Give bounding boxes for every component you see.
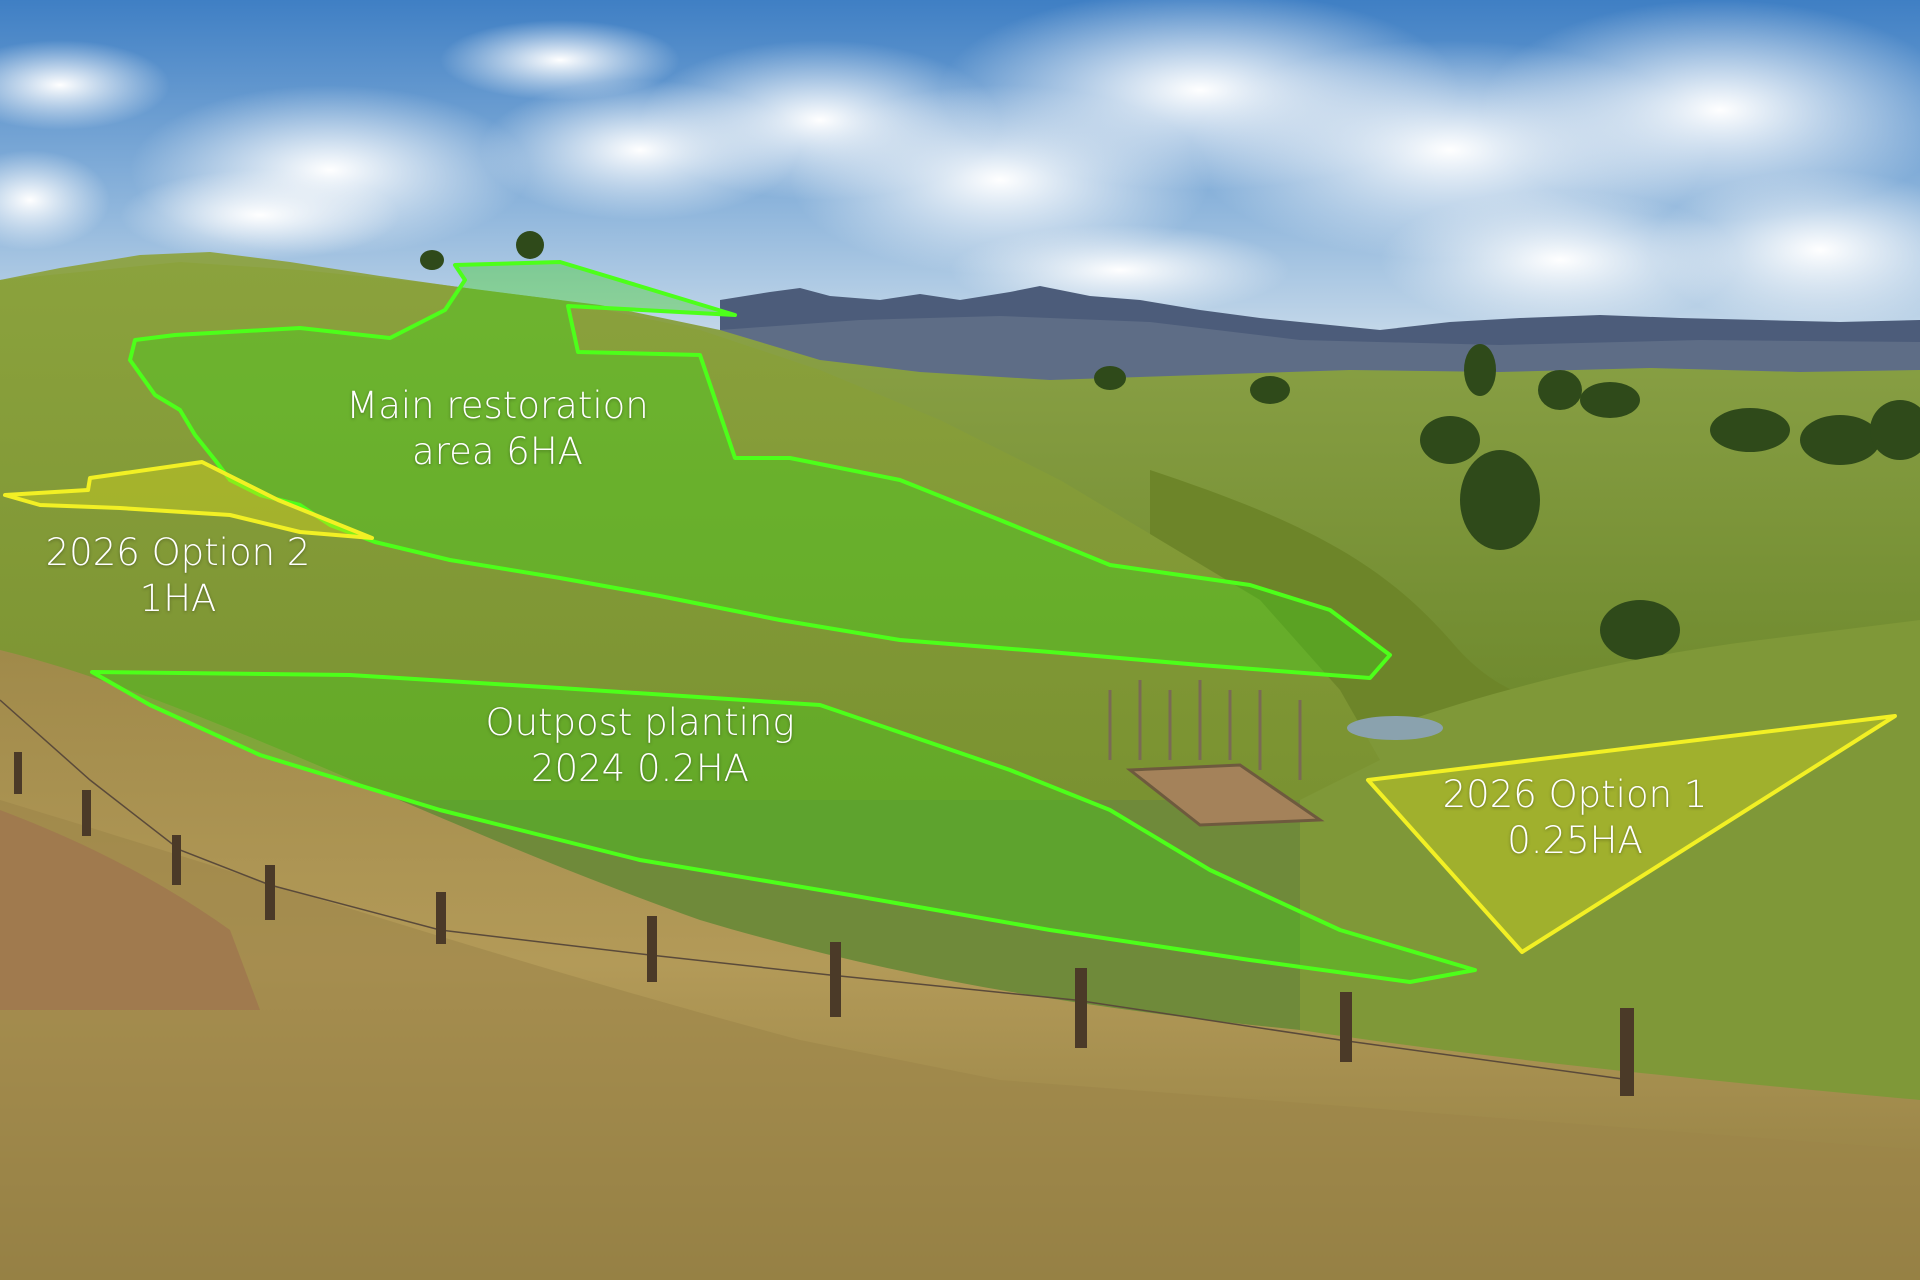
pond: [1347, 716, 1443, 740]
outpost-planting-label-line1: Outpost planting: [485, 701, 795, 744]
option-1-label-line2: 0.25HA: [1507, 819, 1643, 863]
clouds: [0, 0, 1920, 330]
stockyard: [1125, 763, 1325, 827]
outpost-planting-polygon: [90, 670, 1477, 984]
option-2-label-line2: 1HA: [139, 577, 217, 621]
main-restoration-label: Main restoration area 6HA: [325, 383, 670, 476]
mid-hill: [0, 262, 1380, 800]
option-1-polygon: [1366, 714, 1897, 954]
option-2-polygon: [3, 460, 374, 540]
main-restoration-label-line2: area 6HA: [412, 430, 583, 474]
mud-patch: [0, 810, 260, 1010]
bare-trees: [1108, 680, 1302, 780]
main-restoration-label-line1: Main restoration: [346, 384, 649, 427]
outpost-planting-label: Outpost planting 2024 0.2HA: [455, 700, 825, 793]
main-restoration-area-polygon: [128, 260, 1392, 680]
option-1-label-line1: 2026 Option 1: [1442, 773, 1708, 816]
distant-trees: [420, 231, 1920, 660]
fence: [0, 699, 1634, 1096]
option-2-label-line1: 2026 Option 2: [45, 531, 311, 574]
outpost-planting-label-line2: 2024 0.2HA: [531, 747, 749, 791]
option-1-label: 2026 Option 1 0.25HA: [1410, 772, 1740, 865]
option-2-label: 2026 Option 2 1HA: [18, 530, 338, 623]
